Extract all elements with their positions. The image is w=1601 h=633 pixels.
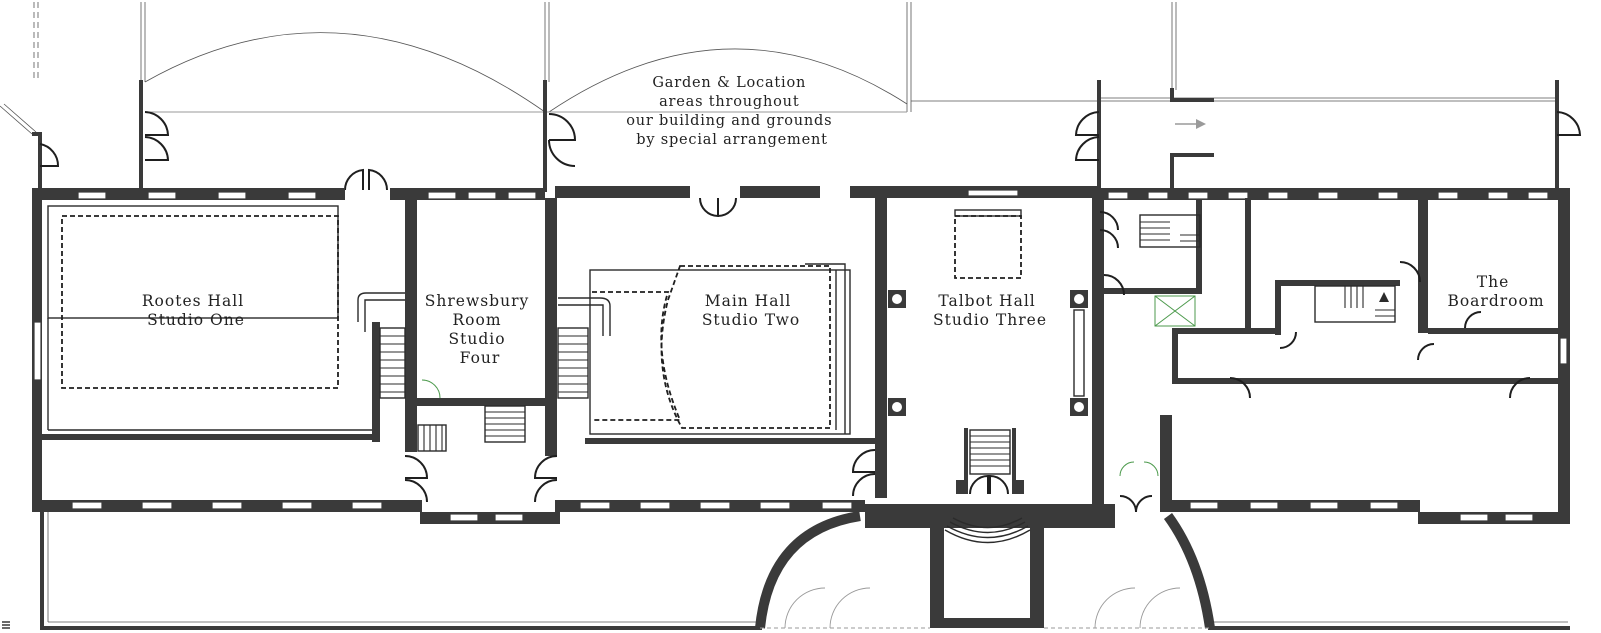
room-label-main-hall: Main Hall Studio Two bbox=[702, 292, 800, 329]
interior-doors bbox=[404, 197, 1531, 513]
garden-note-line-3: our building and grounds bbox=[626, 113, 832, 129]
garden-note-line-2: areas throughout bbox=[659, 94, 799, 110]
stair-shrewsbury bbox=[417, 405, 526, 452]
room-label-talbot-hall: Talbot Hall Studio Three bbox=[933, 292, 1047, 329]
shrewsbury-line-1: Shrewsbury bbox=[425, 292, 529, 310]
boardroom-line-1: The bbox=[1477, 273, 1510, 291]
main-hall-line-1: Main Hall bbox=[705, 292, 792, 310]
stair-rootes bbox=[357, 292, 406, 399]
main-hall-line-2: Studio Two bbox=[702, 311, 800, 329]
room-label-shrewsbury-room: Shrewsbury Room Studio Four bbox=[425, 292, 535, 367]
boardroom-line-2: Boardroom bbox=[1447, 292, 1544, 310]
stair-service-east bbox=[1314, 285, 1396, 323]
garden-location-note: Garden & Location areas throughout our b… bbox=[626, 75, 838, 148]
room-label-rootes-hall: Rootes Hall Studio One bbox=[142, 292, 250, 329]
rootes-hall-line-1: Rootes Hall bbox=[142, 292, 244, 310]
stair-talbot bbox=[956, 428, 1024, 495]
stair-service-north bbox=[1139, 214, 1201, 248]
staircases bbox=[357, 214, 1396, 495]
stair-main-hall bbox=[557, 297, 611, 399]
talbot-hall-line-1: Talbot Hall bbox=[938, 292, 1035, 310]
hall-outlines bbox=[47, 205, 1022, 435]
talbot-hall-line-2: Studio Three bbox=[933, 311, 1047, 329]
dashed-floor-areas bbox=[61, 215, 1022, 429]
shrewsbury-line-4: Four bbox=[460, 349, 501, 367]
shrewsbury-line-2: Room bbox=[453, 311, 502, 329]
outer-walls bbox=[32, 186, 1570, 528]
garden-doors bbox=[39, 111, 1582, 191]
pillars bbox=[888, 290, 1088, 416]
lift bbox=[1154, 295, 1196, 327]
shrewsbury-line-3: Studio bbox=[449, 330, 506, 348]
garden-note-line-1: Garden & Location bbox=[652, 75, 806, 91]
room-label-boardroom: The Boardroom bbox=[1447, 273, 1544, 310]
rootes-hall-line-2: Studio One bbox=[147, 311, 245, 329]
room-labels: Rootes Hall Studio One Shrewsbury Room S… bbox=[142, 75, 1544, 367]
windows bbox=[33, 189, 1568, 522]
interior-walls bbox=[42, 198, 1570, 510]
forecourt bbox=[2, 510, 1570, 630]
garden-note-line-4: by special arrangement bbox=[636, 132, 828, 148]
